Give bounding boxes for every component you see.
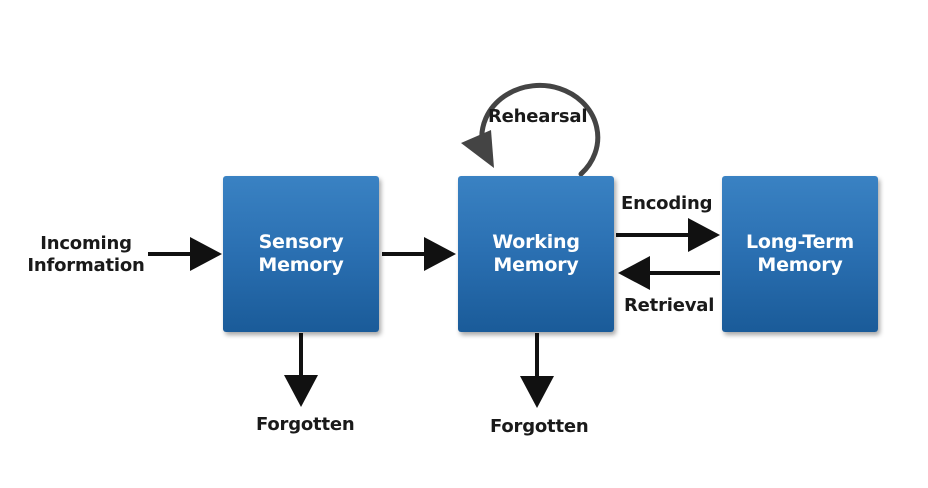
arrow-sensory-forgotten (284, 333, 318, 407)
arrow-sensory-to-working (382, 237, 456, 271)
forgotten-sensory-label: Forgotten (256, 414, 355, 435)
forgotten-working-label: Forgotten (490, 416, 589, 437)
retrieval-label: Retrieval (624, 295, 715, 316)
incoming-information-label: Incoming Information (27, 233, 145, 276)
rehearsal-loop-arrow (461, 82, 601, 177)
encoding-label: Encoding (621, 193, 713, 214)
long-term-memory-box: Long-Term Memory (722, 176, 878, 332)
working-memory-label: Working Memory (492, 231, 580, 276)
arrow-incoming-to-sensory (148, 237, 222, 271)
long-term-memory-label: Long-Term Memory (745, 231, 855, 276)
sensory-memory-label: Sensory Memory (258, 231, 344, 276)
working-memory-box: Working Memory (458, 176, 614, 332)
arrow-retrieval (618, 256, 720, 290)
rehearsal-label: Rehearsal (488, 106, 588, 127)
sensory-memory-box: Sensory Memory (223, 176, 379, 332)
arrow-working-forgotten (520, 333, 554, 408)
arrow-encoding (616, 218, 720, 252)
